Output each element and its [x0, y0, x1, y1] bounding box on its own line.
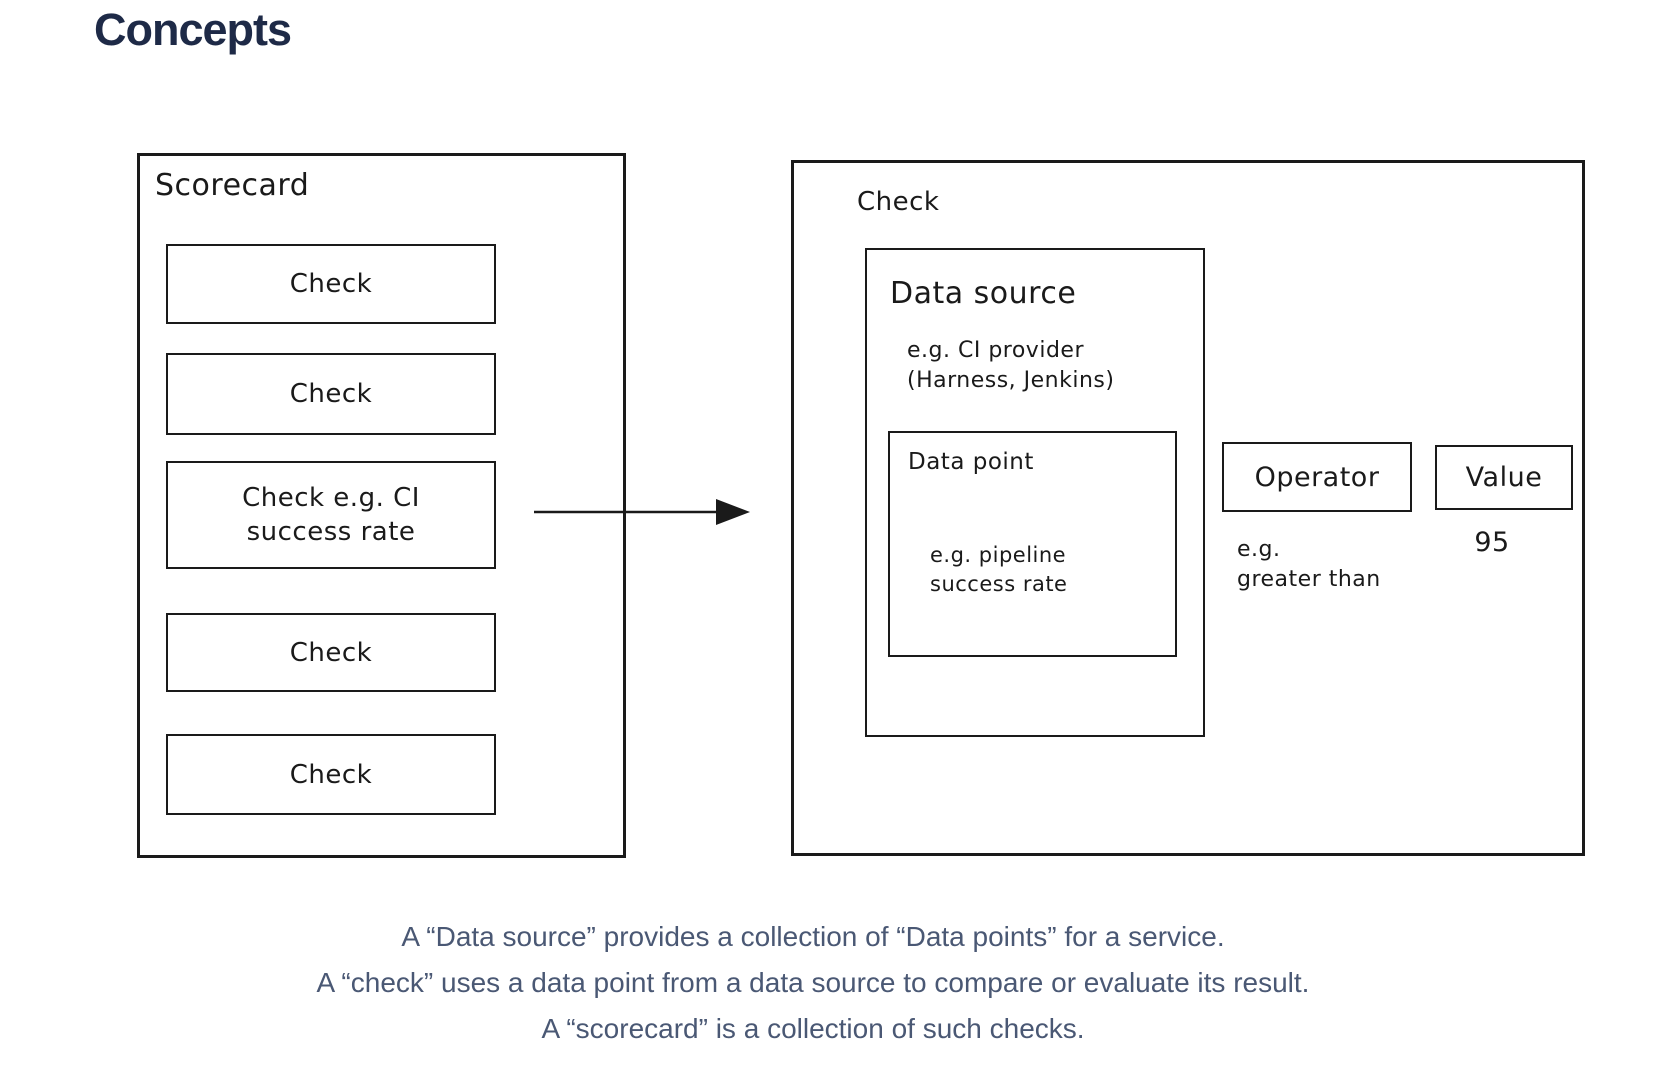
data-source-example: e.g. CI provider (Harness, Jenkins)	[907, 338, 1115, 393]
data-point-label: Data point	[908, 449, 1034, 475]
data-point-box: Data point e.g. pipeline success rate	[888, 431, 1177, 657]
data-source-label: Data source	[890, 276, 1077, 311]
page-title: Concepts	[94, 4, 292, 55]
scorecard-check-row-4: Check	[166, 613, 496, 692]
check-label: Check e.g. CI success rate	[242, 483, 420, 547]
check-label: Check	[289, 269, 373, 299]
caption-line: A “check” uses a data point from a data …	[316, 967, 1310, 998]
data-source-box: Data source e.g. CI provider (Harness, J…	[865, 248, 1205, 737]
scorecard-check-row-1: Check	[166, 244, 496, 324]
operator-box: Operator	[1222, 442, 1412, 512]
check-label: Check	[289, 379, 373, 409]
scorecard-check-row-3: Check e.g. CI success rate	[166, 461, 496, 569]
caption-line: A “scorecard” is a collection of such ch…	[541, 1013, 1085, 1044]
operator-label: Operator	[1254, 461, 1380, 493]
scorecard-label: Scorecard	[155, 168, 310, 203]
data-point-example: e.g. pipeline success rate	[930, 543, 1068, 596]
check-label: Check	[289, 637, 373, 668]
arrow-right-icon	[534, 499, 750, 525]
value-box: Value	[1435, 445, 1573, 510]
caption: A “Data source” provides a collection of…	[0, 914, 1626, 1052]
check-box-label: Check	[857, 187, 940, 217]
scorecard-check-row-2: Check	[166, 353, 496, 435]
value-label: Value	[1465, 462, 1543, 493]
check-label: Check	[289, 759, 373, 790]
caption-line: A “Data source” provides a collection of…	[401, 921, 1225, 952]
value-example: 95	[1474, 527, 1510, 558]
scorecard-box: Scorecard Check Check Check e.g. CI succ…	[137, 153, 626, 858]
operator-example: e.g. greater than	[1237, 537, 1381, 592]
check-box: Check Data source e.g. CI provider (Harn…	[791, 160, 1585, 856]
scorecard-check-row-5: Check	[166, 734, 496, 815]
